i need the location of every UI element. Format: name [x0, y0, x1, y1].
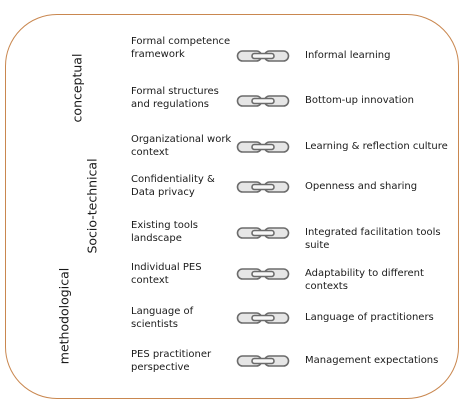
chain-link-icon	[236, 310, 290, 326]
tension-pair: PES practitioner perspective Management e…	[0, 348, 467, 388]
formal-side-text: Language of scientists	[131, 306, 194, 330]
formal-side-text: Organizational work context	[131, 134, 232, 158]
tension-pair: Organizational work context Learning & re…	[0, 133, 467, 173]
chain-link-icon	[236, 48, 290, 64]
formal-side-text: Formal structures and regulations	[131, 86, 219, 110]
informal-side-text: Openness and sharing	[305, 181, 418, 192]
formal-side-text: PES practitioner perspective	[131, 349, 212, 373]
tension-pair: Individual PES context Adaptability to di…	[0, 261, 467, 301]
tension-pair: Confidentiality & Data privacy Openness a…	[0, 173, 467, 213]
tension-pair: Existing tools landscape Integrated facil…	[0, 219, 467, 259]
informal-side-text: Bottom-up innovation	[305, 95, 414, 106]
formal-side-text: Individual PES context	[131, 262, 202, 286]
chain-link-icon	[236, 179, 290, 195]
informal-side-text: Adaptability to different contexts	[305, 268, 424, 292]
chain-link-icon	[236, 353, 290, 369]
formal-side-text: Confidentiality & Data privacy	[131, 174, 215, 198]
informal-side-text: Learning & reflection culture	[305, 141, 448, 152]
informal-side-text: Management expectations	[305, 355, 439, 366]
chain-link-icon	[236, 139, 290, 155]
informal-side-text: Informal learning	[305, 50, 391, 61]
informal-side-text: Integrated facilitation tools suite	[305, 227, 441, 251]
tension-pair: Language of scientists Language of practi…	[0, 305, 467, 345]
tension-pair: Formal structures and regulations Bottom-…	[0, 85, 467, 125]
informal-side-text: Language of practitioners	[305, 312, 434, 323]
chain-link-icon	[236, 93, 290, 109]
formal-side-text: Existing tools landscape	[131, 220, 198, 244]
formal-side-text: Formal competence framework	[131, 36, 231, 60]
chain-link-icon	[236, 225, 290, 241]
rounded-frame	[5, 14, 459, 399]
chain-link-icon	[236, 266, 290, 282]
